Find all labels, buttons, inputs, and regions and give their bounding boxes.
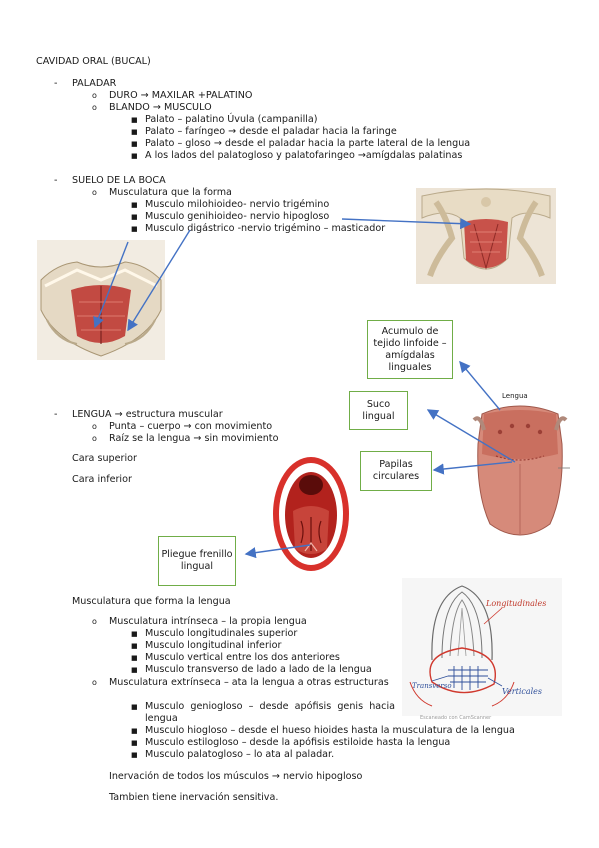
list-item: DURO → MAXILAR +PALATINO: [109, 90, 253, 101]
section-heading-suelo: SUELO DE LA BOCA: [72, 175, 166, 186]
bullet-circle: o: [92, 91, 97, 100]
bullet-square: ■: [131, 739, 138, 747]
bullet-square: ■: [131, 654, 138, 662]
text-line: Tambien tiene inervación sensitiva.: [109, 792, 279, 803]
bullet-square: ■: [131, 152, 138, 160]
list-item: Musculo longitudinal inferior: [145, 640, 282, 651]
list-item: Musculatura intrínseca – la propia lengu…: [109, 616, 307, 627]
bullet-circle: o: [92, 422, 97, 431]
bullet-dash: -: [54, 175, 58, 186]
text-line: Cara superior: [72, 453, 137, 464]
bullet-square: ■: [131, 751, 138, 759]
bullet-dash: -: [54, 409, 58, 420]
scanner-watermark: Escaneado con CamScanner: [420, 715, 492, 721]
list-item: Palato – faríngeo → desde el paladar hac…: [145, 126, 397, 137]
list-item: Musculatura extrínseca – ata la lengua a…: [109, 677, 389, 688]
list-item: Musculatura que la forma: [109, 187, 232, 198]
list-item: Musculo vertical entre los dos anteriore…: [145, 652, 340, 663]
sketch-label: Verticales: [502, 687, 543, 696]
list-item: Raíz se la lengua → sin movimiento: [109, 433, 279, 444]
bullet-dash: -: [54, 78, 58, 89]
list-item: Palato – palatino Úvula (campanilla): [145, 114, 318, 125]
callout-papilas: Papilas circulares: [360, 451, 432, 491]
bullet-square: ■: [131, 140, 138, 148]
bullet-square: ■: [131, 642, 138, 650]
list-item: Musculo hiogloso – desde el hueso hioide…: [145, 725, 515, 736]
bullet-circle: o: [92, 617, 97, 626]
bullet-square: ■: [131, 630, 138, 638]
bullet-square: ■: [131, 213, 138, 221]
bullet-square: ■: [131, 201, 138, 209]
bullet-square: ■: [131, 225, 138, 233]
bullet-square: ■: [131, 727, 138, 735]
list-item: Musculo transverso de lado a lado de la …: [145, 664, 372, 675]
callout-pliegue: Pliegue frenillo lingual: [158, 536, 236, 586]
mouth-floor-illustration: [37, 240, 165, 360]
list-item: Palato – gloso → desde el paladar hacia …: [145, 138, 471, 149]
page-title: CAVIDAD ORAL (BUCAL): [36, 56, 151, 67]
list-item: Punta – cuerpo → con movimiento: [109, 421, 273, 432]
bullet-square: ■: [131, 128, 138, 136]
list-item: Musculo longitudinales superior: [145, 628, 298, 639]
open-mouth-illustration: [273, 457, 349, 571]
list-item: Musculo digástrico -nervio trigémino – m…: [145, 223, 386, 234]
text-line: Cara inferior: [72, 474, 132, 485]
tongue-muscles-sketch: [402, 578, 562, 716]
bullet-circle: o: [92, 678, 97, 687]
bullet-square: ■: [131, 116, 138, 124]
sketch-label: Longitudinales: [486, 599, 547, 608]
list-item: Musculo milohioideo- nervio trigémino: [145, 199, 330, 210]
mouth-floor-illustration: [416, 188, 556, 284]
text-line: Inervación de todos los músculos → nervi…: [109, 771, 363, 782]
list-item: A los lados del palatogloso y palatofari…: [145, 150, 463, 161]
list-item: Musculo palatogloso – lo ata al paladar.: [145, 749, 335, 760]
bullet-circle: o: [92, 188, 97, 197]
list-item: Musculo estilogloso – desde la apófisis …: [145, 737, 451, 748]
bullet-square: ■: [131, 666, 138, 674]
sketch-label: Transverso: [412, 682, 452, 690]
figure-label: Lengua: [502, 392, 528, 400]
list-item: Musculo geniogloso – desde apófisis geni…: [145, 701, 395, 724]
list-item: BLANDO → MUSCULO: [109, 102, 212, 113]
section-heading-musculatura: Musculatura que forma la lengua: [72, 596, 231, 607]
bullet-circle: o: [92, 434, 97, 443]
section-heading-paladar: PALADAR: [72, 78, 117, 89]
bullet-circle: o: [92, 103, 97, 112]
list-item: Musculo genihioideo- nervio hipogloso: [145, 211, 330, 222]
callout-suco: Suco lingual: [349, 391, 408, 430]
section-heading-lengua: LENGUA → estructura muscular: [72, 409, 223, 420]
callout-acumulo: Acumulo de tejido linfoide – amígdalas l…: [367, 320, 453, 379]
tongue-illustration: [470, 384, 570, 544]
bullet-square: ■: [131, 703, 138, 711]
